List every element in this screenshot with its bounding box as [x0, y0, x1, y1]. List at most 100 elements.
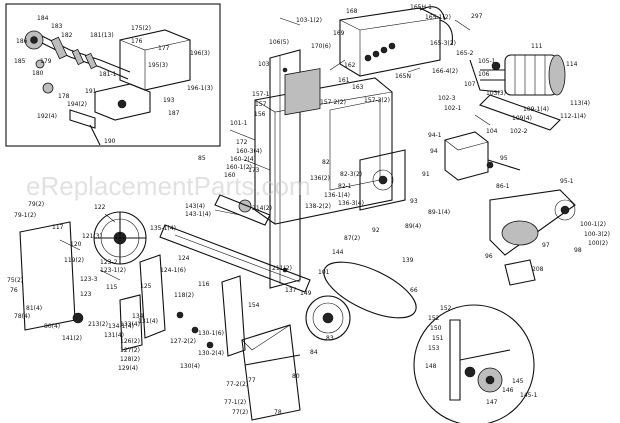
callout-labels: 184 183 182 181(13) 175(2) 176 177 186 1… — [7, 4, 610, 416]
callout: 100-1(2) — [580, 221, 606, 228]
callout: 107 — [464, 81, 476, 88]
callout: 76 — [10, 287, 18, 294]
callout: 176 — [131, 38, 143, 45]
base-bracket — [241, 324, 301, 421]
callout: 162 — [344, 62, 356, 69]
callout: 170(6) — [311, 43, 331, 50]
callout: 136(2) — [310, 175, 330, 182]
callout: 160-1(2) — [226, 164, 252, 171]
callout: 109(4) — [512, 115, 532, 122]
callout: 93 — [410, 198, 418, 205]
callout: 181-1 — [99, 71, 117, 78]
callout: 196(3) — [190, 50, 210, 57]
callout: 185 — [14, 58, 26, 65]
callout: 165N — [395, 73, 411, 80]
callout: 123-3 — [80, 276, 98, 283]
callout: 141(2) — [62, 335, 82, 342]
left-cover-and-pulley — [19, 211, 147, 331]
callout: 102-3 — [438, 95, 456, 102]
callout: 92 — [372, 227, 380, 234]
callout: 160-2(4) — [230, 156, 256, 163]
callout: 160 — [224, 172, 236, 179]
callout: 66 — [410, 287, 418, 294]
callout: 94-1 — [428, 132, 442, 139]
callout: 119(2) — [64, 257, 84, 264]
callout: 83 — [326, 335, 334, 342]
callout: 139 — [402, 257, 414, 264]
callout: 104 — [486, 128, 498, 135]
callout: 82-3(2) — [340, 171, 362, 178]
callout: 146 — [502, 387, 514, 394]
callout: 100(2) — [588, 240, 608, 247]
callout: 144 — [332, 249, 344, 256]
callout: 97 — [542, 242, 550, 249]
callout: 125 — [140, 283, 152, 290]
callout: 147 — [486, 399, 498, 406]
callout: 109-1(4) — [523, 106, 549, 113]
callout: 103-1(2) — [296, 17, 322, 24]
callout: 165-1(2) — [425, 14, 451, 21]
callout: 187 — [168, 110, 180, 117]
callout: 213(2) — [88, 321, 108, 328]
control-box — [339, 6, 454, 77]
callout: 150 — [430, 325, 442, 332]
callout: 103(3) — [486, 90, 506, 97]
callout: 136-3(4) — [338, 200, 364, 207]
callout: 157-3(2) — [364, 97, 390, 104]
callout: 181(13) — [90, 32, 114, 39]
callout: 89-1(4) — [428, 209, 450, 216]
callout: 195(3) — [148, 62, 168, 69]
callout: 102-1 — [444, 105, 462, 112]
callout: 148 — [425, 363, 437, 370]
callout: 130-1(6) — [198, 330, 224, 337]
callout: 152 — [440, 305, 452, 312]
callout: 135-1(4) — [150, 225, 176, 232]
callout: 77-2(2) — [226, 381, 248, 388]
callout: 165H-1 — [410, 4, 432, 11]
callout: 161 — [338, 77, 350, 84]
callout: 106(5) — [269, 39, 289, 46]
callout: 81(4) — [26, 305, 42, 312]
callout: 175(2) — [131, 25, 151, 32]
callout: 79-1(2) — [14, 212, 36, 219]
callout: 123 — [80, 291, 92, 298]
drive-belt — [323, 261, 417, 319]
callout: 111 — [531, 43, 543, 50]
callout: 137 — [285, 287, 297, 294]
callout: 177 — [158, 45, 170, 52]
callout: 179 — [40, 58, 52, 65]
callout: 95 — [500, 155, 508, 162]
callout: 101 — [318, 269, 330, 276]
callout: 165-2 — [456, 50, 474, 57]
leader-lines — [59, 17, 491, 281]
callout: 172 — [236, 139, 248, 146]
callout: 121(3) — [82, 233, 102, 240]
callout: 80 — [292, 373, 300, 380]
watermark: eReplacementParts.com — [26, 171, 311, 201]
callout: 186 — [16, 38, 28, 45]
callout: 138-2(2) — [305, 203, 331, 210]
right-pulley-assembly — [489, 189, 576, 286]
callout: 124 — [178, 255, 190, 262]
callout: 77(2) — [232, 409, 248, 416]
callout: 214(2) — [252, 205, 272, 212]
callout: 89(4) — [405, 223, 421, 230]
callout: 117 — [52, 224, 64, 231]
callout: 127-2(2) — [170, 338, 196, 345]
callout: 149 — [300, 290, 312, 297]
callout: 157-1 — [252, 91, 270, 98]
callout: 211(2) — [272, 265, 292, 272]
vertical-arm — [72, 254, 246, 357]
callout: 163 — [352, 84, 364, 91]
callout: 87(2) — [344, 235, 360, 242]
callout: 102-2 — [510, 128, 528, 135]
callout: 123-1(2) — [100, 267, 126, 274]
callout: 131(4) — [138, 318, 158, 325]
callout: 152 — [428, 315, 440, 322]
main-frame — [254, 68, 406, 225]
callout: 151 — [432, 335, 444, 342]
callout: 154 — [248, 302, 260, 309]
callout: 86-1 — [496, 183, 510, 190]
callout: 178 — [58, 93, 70, 100]
callout: 123-2 — [100, 259, 118, 266]
